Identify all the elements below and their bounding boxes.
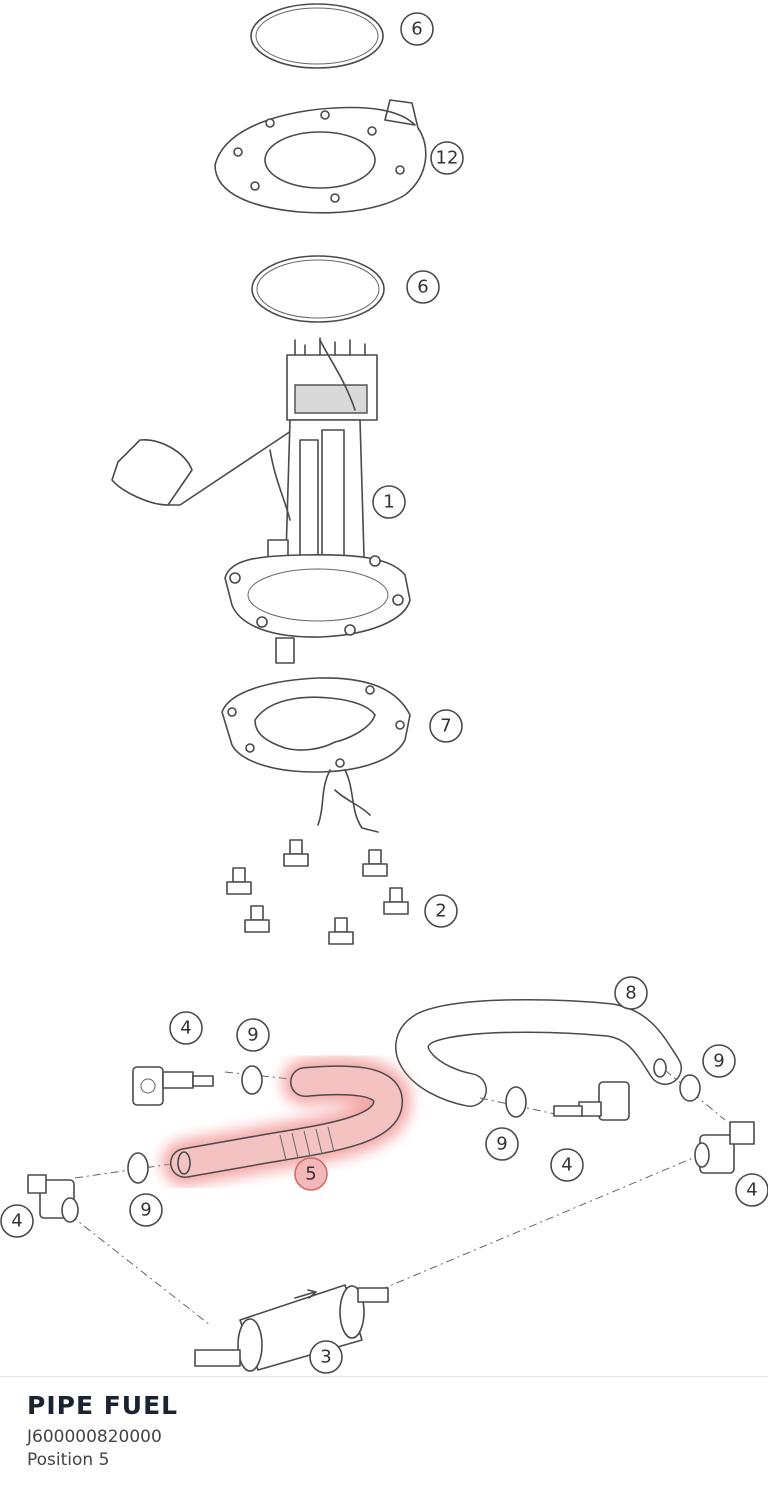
svg-text:12: 12 <box>436 148 459 169</box>
callout-5-highlighted[interactable]: 5 <box>294 1157 328 1191</box>
o-ring-bottom <box>251 255 385 323</box>
fuel-filter <box>194 1284 389 1372</box>
callout-9-right[interactable]: 9 <box>702 1044 736 1078</box>
callout-1[interactable]: 1 <box>372 485 406 519</box>
svg-text:9: 9 <box>247 1025 258 1046</box>
part-position: Position 5 <box>27 1450 110 1470</box>
retaining-plate <box>214 99 427 214</box>
svg-text:6: 6 <box>417 277 428 298</box>
callout-9-left[interactable]: 9 <box>129 1193 163 1227</box>
svg-text:5: 5 <box>305 1164 316 1185</box>
callout-8[interactable]: 8 <box>614 976 648 1010</box>
svg-text:3: 3 <box>320 1347 331 1368</box>
fuel-pipe <box>170 1065 403 1178</box>
svg-text:9: 9 <box>140 1200 151 1221</box>
hose-clamps <box>127 1065 701 1184</box>
callout-4-right[interactable]: 4 <box>735 1173 768 1207</box>
part-info-panel: PIPE FUEL J600000820000 Position 5 <box>0 1376 768 1491</box>
callout-6-top[interactable]: 6 <box>400 12 434 46</box>
svg-text:1: 1 <box>383 492 394 513</box>
svg-text:7: 7 <box>440 716 451 737</box>
part-number: J600000820000 <box>27 1427 162 1447</box>
callout-7[interactable]: 7 <box>429 709 463 743</box>
callout-2[interactable]: 2 <box>424 894 458 928</box>
part-name: PIPE FUEL <box>27 1391 179 1420</box>
svg-text:9: 9 <box>713 1051 724 1072</box>
svg-text:6: 6 <box>411 19 422 40</box>
quick-connectors <box>27 1066 755 1223</box>
callout-4-left-top[interactable]: 4 <box>169 1011 203 1045</box>
svg-text:4: 4 <box>561 1155 572 1176</box>
callout-12[interactable]: 12 <box>430 141 464 175</box>
svg-text:4: 4 <box>180 1018 191 1039</box>
callout-9-top[interactable]: 9 <box>236 1018 270 1052</box>
svg-text:4: 4 <box>746 1180 757 1201</box>
fuel-pump-module <box>111 337 411 664</box>
callout-3[interactable]: 3 <box>309 1340 343 1374</box>
svg-text:8: 8 <box>625 983 636 1004</box>
exploded-parts-diagram: 6 12 6 1 7 2 8 4 9 9 9 4 9 5 4 4 3 <box>0 3 768 1374</box>
callout-4-left-bottom[interactable]: 4 <box>0 1204 34 1238</box>
callout-9-middle[interactable]: 9 <box>485 1127 519 1161</box>
long-fuel-hose <box>395 999 682 1107</box>
flange-gasket <box>221 677 411 833</box>
callout-6-bottom[interactable]: 6 <box>406 270 440 304</box>
flange-bolts <box>226 839 409 945</box>
o-ring-top <box>250 3 384 69</box>
callout-4-middle[interactable]: 4 <box>550 1148 584 1182</box>
svg-text:2: 2 <box>435 901 446 922</box>
svg-text:4: 4 <box>11 1211 22 1232</box>
svg-text:9: 9 <box>496 1134 507 1155</box>
